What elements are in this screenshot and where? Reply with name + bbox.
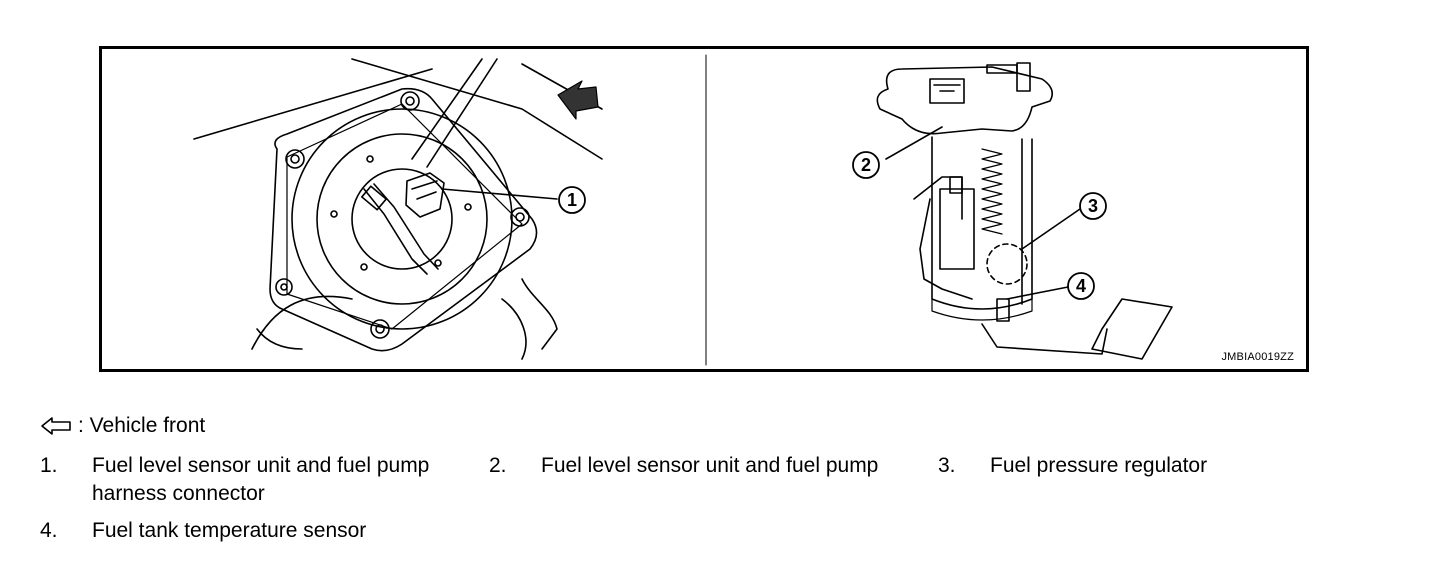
legend-num-4: 4. <box>40 519 58 542</box>
callout-3: 3 <box>1088 196 1098 216</box>
front-legend-text: : Vehicle front <box>78 414 206 437</box>
legend-text-1: Fuel level sensor unit and fuel pump <box>92 454 430 477</box>
callout-4: 4 <box>1076 276 1086 296</box>
left-illustration <box>193 58 603 360</box>
callout-circles <box>558 151 1107 300</box>
legend-num-3: 3. <box>938 454 956 477</box>
right-illustration <box>876 62 1173 360</box>
legend-text-1-line2: harness connector <box>92 482 265 505</box>
legend-num-2: 2. <box>489 454 507 477</box>
legend-text-4: Fuel tank temperature sensor <box>92 519 367 542</box>
callout-2: 2 <box>861 155 871 175</box>
figure-panel: 1 2 3 4 JMBIA0019ZZ <box>99 46 1309 372</box>
hollow-arrow-left-icon <box>41 417 71 435</box>
figure-drawing: 1 2 3 4 <box>193 54 1173 366</box>
legend-text-2: Fuel level sensor unit and fuel pump <box>541 454 879 477</box>
figure-code: JMBIA0019ZZ <box>1221 351 1294 363</box>
legend-num-1: 1. <box>40 454 58 477</box>
callout-1: 1 <box>567 190 577 210</box>
front-legend: : Vehicle front <box>40 414 205 438</box>
legend-text-3: Fuel pressure regulator <box>990 454 1208 477</box>
